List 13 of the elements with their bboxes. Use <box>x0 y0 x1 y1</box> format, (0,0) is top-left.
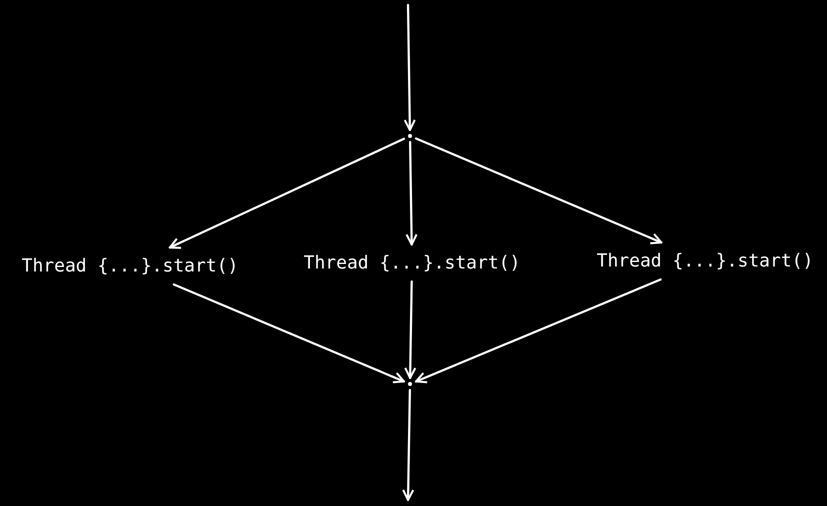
code-label: Thread {...}.start() <box>22 254 238 278</box>
arrow <box>414 278 662 384</box>
arrow <box>406 140 418 246</box>
arrow <box>404 280 416 380</box>
junction-dot <box>408 382 412 386</box>
arrow <box>414 137 662 244</box>
code-label: Thread {...}.start() <box>304 250 520 276</box>
junction-dot <box>408 134 412 138</box>
arrow <box>404 4 416 132</box>
arrow <box>168 138 406 249</box>
code-label: Thread {...}.start() <box>596 248 814 274</box>
arrow <box>402 388 414 502</box>
arrow <box>172 283 406 384</box>
